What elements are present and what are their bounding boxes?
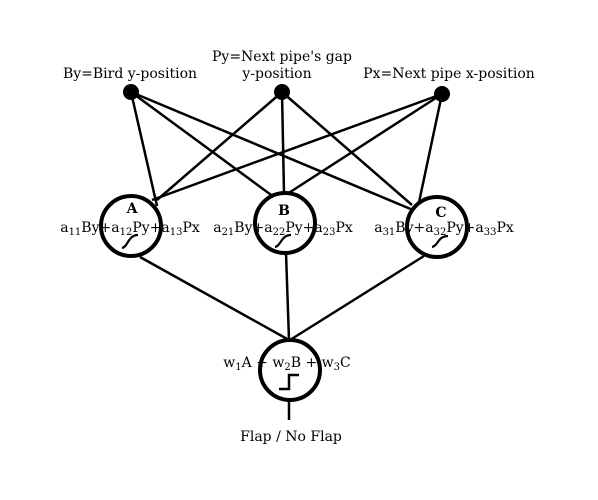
sigmoid-icon (431, 234, 449, 249)
edge-c-out (289, 254, 425, 342)
edge-py-a (156, 91, 283, 201)
hidden-neuron-b (253, 191, 317, 255)
edge-px-c (416, 93, 444, 208)
hidden-neuron-b-formula: a21By+a22Py+a23Px (213, 220, 353, 238)
input-hidden-edges (129, 90, 444, 212)
input-label-by: By=Bird y-position (63, 66, 197, 82)
hidden-neuron-b-label: B (278, 203, 290, 219)
edge-px-a (151, 92, 443, 202)
input-label-py-line2: y-position (241, 66, 311, 82)
hidden-neuron-c (405, 195, 469, 259)
hidden-neuron-a-formula: a11By+a12Py+a13Px (60, 220, 200, 238)
edge-by-a (129, 91, 159, 207)
edge-py-c (281, 91, 413, 206)
sigmoid-icon (274, 233, 292, 249)
edge-by-b (130, 90, 279, 202)
input-label-py-line1: Py=Next pipe's gap (212, 49, 352, 65)
edge-py-b (280, 91, 286, 194)
hidden-output-edges (139, 252, 425, 342)
edge-b-out (284, 252, 291, 341)
sigmoid-icon (121, 233, 139, 250)
hidden-neuron-a-label: A (126, 201, 139, 217)
edge-a-out (139, 255, 290, 342)
hidden-neuron-c-formula: a31By+a32Py+a33Px (374, 220, 514, 238)
input-label-px: Px=Next pipe x-position (363, 66, 535, 82)
output-neuron (258, 338, 322, 402)
step-icon (279, 373, 299, 391)
input-node-py (274, 84, 290, 100)
edge-by-c (130, 90, 414, 212)
hidden-neuron-c-label: C (435, 205, 446, 221)
input-node-by (123, 84, 139, 100)
output-label: Flap / No Flap (240, 429, 342, 445)
hidden-neuron-a (99, 194, 163, 258)
output-neuron-formula: w1A + w2B + w3C (223, 355, 350, 373)
input-node-px (434, 86, 450, 102)
edge-px-b (283, 92, 443, 198)
